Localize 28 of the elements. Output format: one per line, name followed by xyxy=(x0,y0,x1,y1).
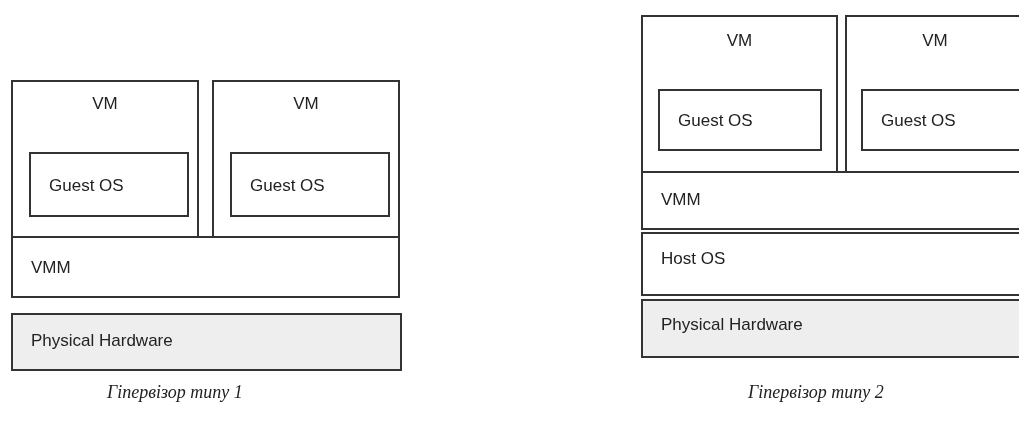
layer-label: VM xyxy=(91,94,119,114)
inner-layer-box xyxy=(230,152,390,217)
layer-label: Physical Hardware xyxy=(31,331,173,351)
caption: Гіпервізор типу 2 xyxy=(748,382,884,403)
layer-box xyxy=(641,171,1019,230)
inner-layer-box xyxy=(658,89,822,151)
inner-layer-box xyxy=(861,89,1019,151)
layer-box xyxy=(641,232,1019,296)
layer-label: Guest OS xyxy=(881,111,956,131)
layer-label: Guest OS xyxy=(250,176,325,196)
layer-label: VM xyxy=(292,94,320,114)
caption: Гіпервізор типу 1 xyxy=(107,382,243,403)
layer-box xyxy=(11,80,199,238)
layer-label: Guest OS xyxy=(678,111,753,131)
layer-label: VM xyxy=(725,31,754,51)
layer-box xyxy=(11,313,402,371)
layer-label: VM xyxy=(921,31,949,51)
layer-box xyxy=(641,299,1019,358)
inner-layer-box xyxy=(29,152,189,217)
layer-box xyxy=(11,236,400,298)
layer-label: VMM xyxy=(31,258,71,278)
layer-label: Guest OS xyxy=(49,176,124,196)
layer-box xyxy=(845,15,1019,173)
layer-label: VMM xyxy=(661,190,701,210)
layer-box xyxy=(212,80,400,238)
layer-label: Physical Hardware xyxy=(661,315,803,335)
layer-box xyxy=(641,15,838,173)
layer-label: Host OS xyxy=(661,249,726,269)
